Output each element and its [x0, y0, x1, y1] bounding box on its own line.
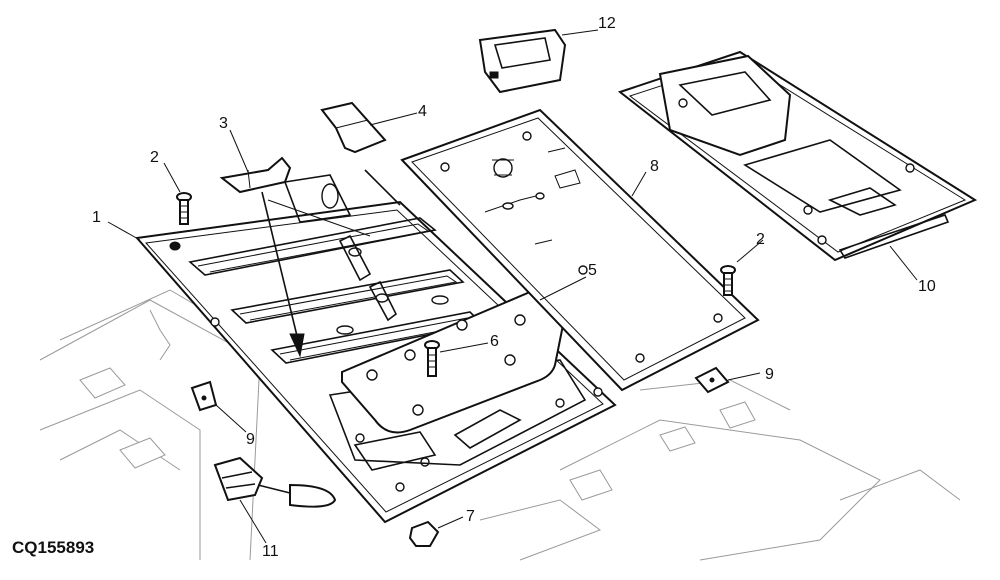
callout-7: 7 — [466, 508, 475, 525]
callout-5: 5 — [588, 262, 597, 279]
clip-right — [694, 366, 730, 394]
screw-right — [720, 265, 736, 296]
console-panel — [617, 50, 978, 262]
screw-center — [424, 340, 440, 377]
callout-4: 4 — [418, 103, 427, 120]
callout-1: 1 — [92, 209, 101, 226]
callout-2a: 2 — [150, 149, 159, 166]
callout-10: 10 — [918, 278, 936, 295]
callout-6: 6 — [490, 333, 499, 350]
harness-connector — [213, 456, 337, 508]
callout-8: 8 — [650, 158, 659, 175]
callout-2b: 2 — [756, 231, 765, 248]
callout-9a: 9 — [246, 431, 255, 448]
switch-part — [478, 28, 567, 94]
callout-11: 11 — [262, 543, 279, 560]
boot-part — [320, 101, 387, 154]
callouts: 1 2 2 3 4 5 6 7 8 9 9 10 11 12 — [92, 15, 936, 560]
bracket-part — [219, 156, 292, 194]
callout-3: 3 — [219, 115, 228, 132]
side-panel — [400, 108, 760, 392]
clip-left — [190, 380, 218, 412]
figure-id: CQ155893 — [12, 538, 94, 557]
leader-lines — [107, 29, 918, 544]
nut-part — [408, 520, 440, 547]
assembly-arrow — [261, 191, 371, 358]
screw-left — [169, 192, 192, 251]
callout-9b: 9 — [765, 366, 774, 383]
callout-12: 12 — [598, 15, 616, 32]
